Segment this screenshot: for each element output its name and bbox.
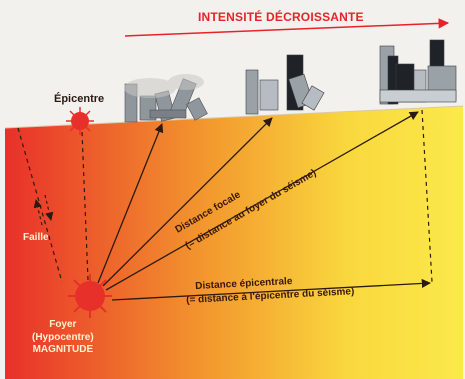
hypocentre-label: (Hypocentre) — [32, 331, 94, 343]
ray-arrow — [97, 123, 164, 284]
ray-arrow — [102, 117, 273, 287]
focal-distance-arrow — [105, 111, 419, 291]
focus-epicentre-line — [81, 131, 89, 281]
intensity-title: INTENSITÉ DÉCROISSANTE — [198, 10, 364, 24]
fault-offset-arrow — [44, 194, 54, 221]
ground-block — [5, 106, 463, 379]
epicentre-label: Épicentre — [54, 93, 105, 105]
magnitude-label: MAGNITUDE — [32, 344, 94, 355]
focus-label: Foyer — [49, 319, 77, 330]
fault-label: Faille — [23, 232, 49, 243]
buildings-intact — [379, 39, 457, 105]
focus-label-block: Foyer (Hypocentre) MAGNITUDE — [32, 319, 94, 357]
epicentral-distance-arrow — [111, 278, 431, 301]
fault-offset-arrow — [33, 199, 43, 226]
intensity-arrow — [124, 18, 450, 37]
dust-cloud — [124, 74, 204, 98]
focus-marker — [68, 274, 112, 318]
buildings-damaged-medium — [245, 54, 325, 115]
epicentre-marker — [66, 107, 94, 135]
